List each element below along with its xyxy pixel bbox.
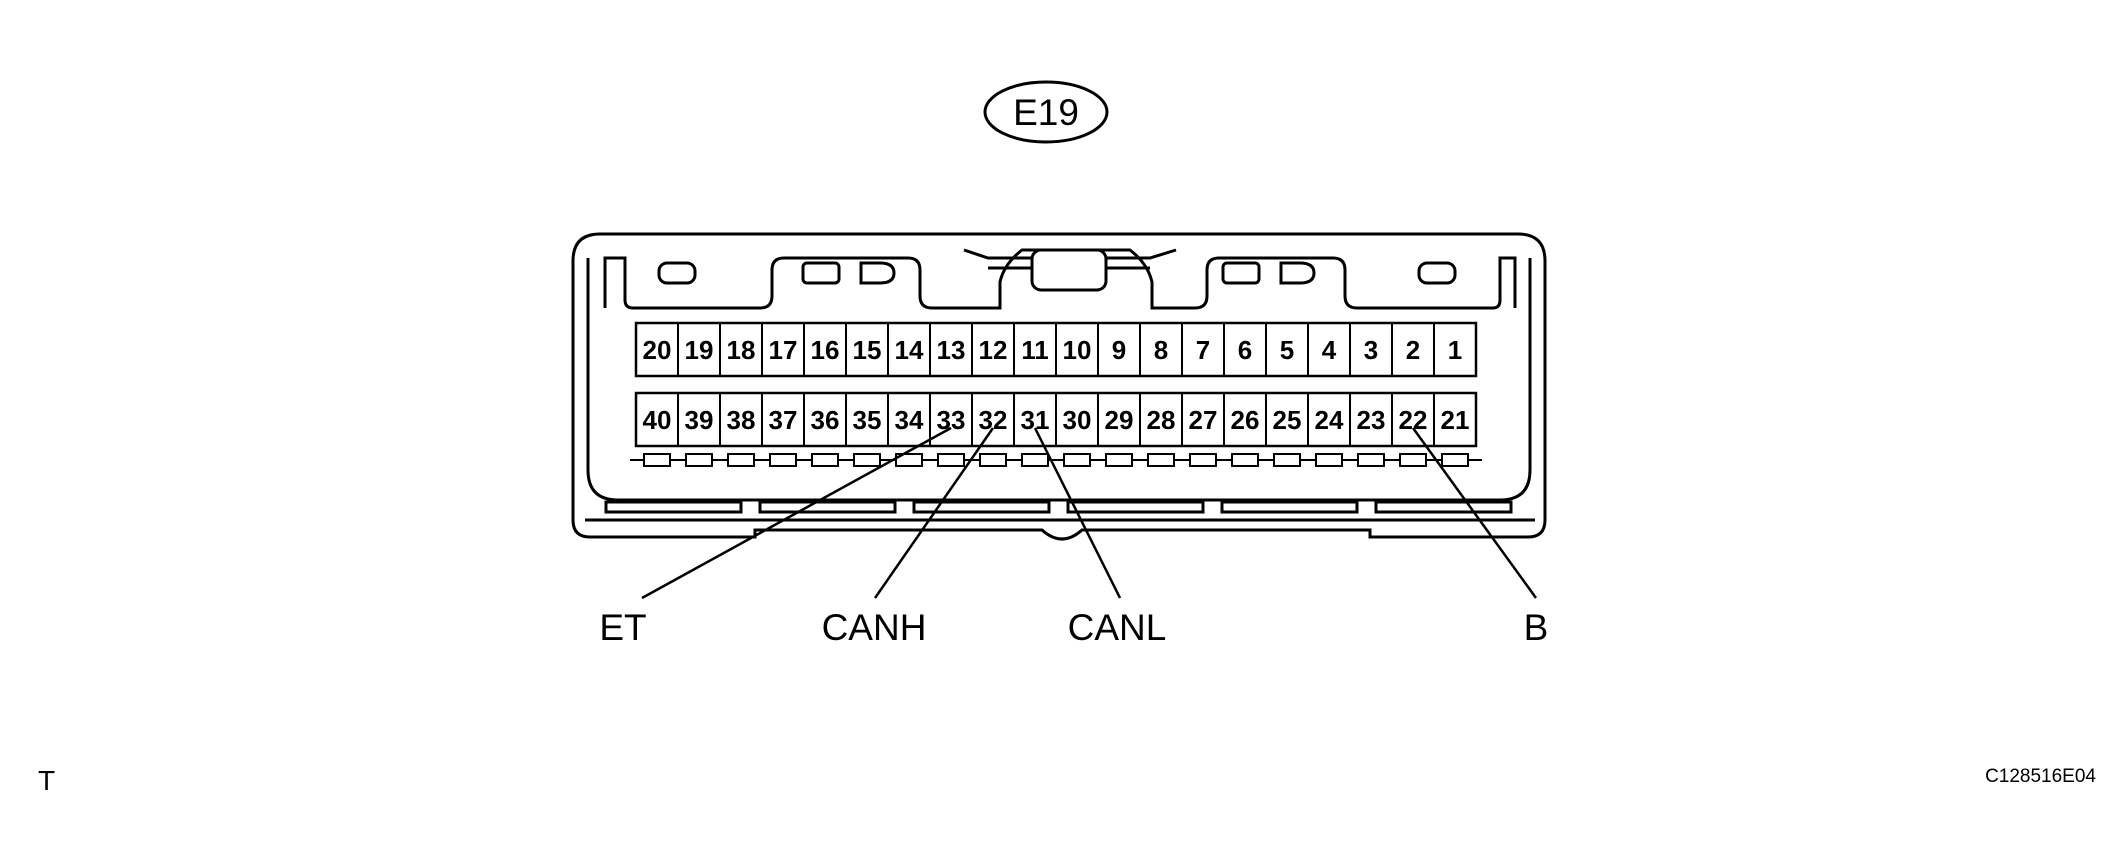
terminal-tab xyxy=(979,453,1007,467)
callout-b-label: B xyxy=(1524,607,1549,648)
callout-canh-label: CANH xyxy=(822,607,927,648)
terminal-tab xyxy=(1315,453,1343,467)
pin-1: 1 xyxy=(1448,335,1462,365)
terminal-tab xyxy=(853,453,881,467)
callout-et-label: ET xyxy=(599,607,646,648)
pin-7: 7 xyxy=(1196,335,1210,365)
terminal-tab xyxy=(1105,453,1133,467)
pin-19: 19 xyxy=(685,335,714,365)
callout-canl-label: CANL xyxy=(1068,607,1167,648)
pin-25: 25 xyxy=(1273,405,1302,435)
pin-36: 36 xyxy=(811,405,840,435)
leader-b xyxy=(1411,427,1538,599)
terminal-tab xyxy=(1231,453,1259,467)
pin-27: 27 xyxy=(1189,405,1218,435)
pin-21: 21 xyxy=(1441,405,1470,435)
pin-10: 10 xyxy=(1063,335,1092,365)
pin-32: 32 xyxy=(979,405,1008,435)
pin-2: 2 xyxy=(1406,335,1420,365)
pin-37: 37 xyxy=(769,405,798,435)
pin-8: 8 xyxy=(1154,335,1168,365)
pin-14: 14 xyxy=(895,335,924,365)
pin-28: 28 xyxy=(1147,405,1176,435)
terminal-tab xyxy=(811,453,839,467)
terminal-tab xyxy=(1441,453,1469,467)
terminal-tab xyxy=(685,453,713,467)
terminal-tab xyxy=(1357,453,1385,467)
pin-24: 24 xyxy=(1315,405,1344,435)
pin-30: 30 xyxy=(1063,405,1092,435)
pin-16: 16 xyxy=(811,335,840,365)
pin-15: 15 xyxy=(853,335,882,365)
pin-18: 18 xyxy=(727,335,756,365)
figure-code: C128516E04 xyxy=(1985,766,2096,787)
pin-35: 35 xyxy=(853,405,882,435)
connector-id-badge: E19 xyxy=(983,80,1109,144)
pin-26: 26 xyxy=(1231,405,1260,435)
pin-38: 38 xyxy=(727,405,756,435)
pin-20: 20 xyxy=(643,335,672,365)
pin-22: 22 xyxy=(1399,405,1428,435)
pin-33: 33 xyxy=(937,405,966,435)
leader-canl xyxy=(1033,427,1122,599)
pin-12: 12 xyxy=(979,335,1008,365)
pin-29: 29 xyxy=(1105,405,1134,435)
pin-39: 39 xyxy=(685,405,714,435)
pin-11: 11 xyxy=(1021,335,1049,365)
terminal-tab xyxy=(1189,453,1217,467)
pin-13: 13 xyxy=(937,335,966,365)
terminal-tab xyxy=(1063,453,1091,467)
terminal-tab xyxy=(1399,453,1427,467)
terminal-tab xyxy=(1147,453,1175,467)
terminal-tabs xyxy=(630,453,1482,467)
terminal-tab xyxy=(1273,453,1301,467)
pin-17: 17 xyxy=(769,335,798,365)
pin-23: 23 xyxy=(1357,405,1386,435)
leader-canh xyxy=(873,427,995,599)
connector-housing xyxy=(571,232,1547,541)
terminal-tab xyxy=(937,453,965,467)
terminal-tab xyxy=(769,453,797,467)
leader-et xyxy=(641,426,952,600)
pin-3: 3 xyxy=(1364,335,1378,365)
callout-lines: ET CANH CANL B xyxy=(599,426,1549,648)
pin-5: 5 xyxy=(1280,335,1294,365)
connector-id: E19 xyxy=(1013,92,1079,133)
pin-40: 40 xyxy=(643,405,672,435)
terminal-tab xyxy=(895,453,923,467)
footer-left-mark: T xyxy=(38,765,55,796)
terminal-tab xyxy=(727,453,755,467)
pin-4: 4 xyxy=(1322,335,1337,365)
pin-6: 6 xyxy=(1238,335,1252,365)
terminal-tab xyxy=(1021,453,1049,467)
pin-34: 34 xyxy=(895,405,924,435)
terminal-tab xyxy=(643,453,671,467)
pin-9: 9 xyxy=(1112,335,1126,365)
